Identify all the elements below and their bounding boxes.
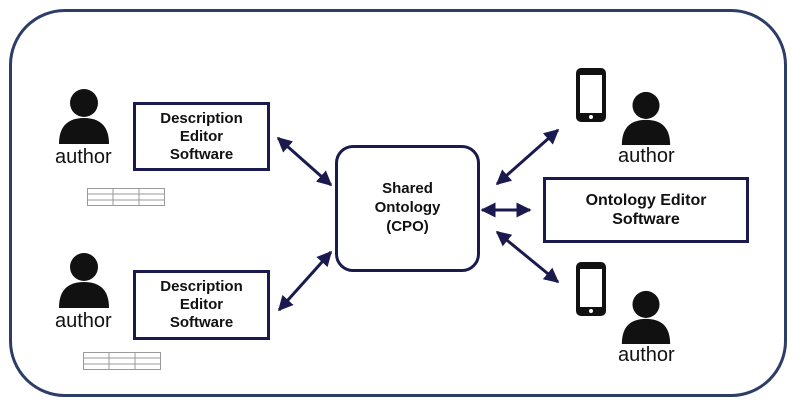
node-description-editor-top-label: Description Editor Software bbox=[160, 109, 243, 163]
edge-editor-top-to-center bbox=[276, 136, 333, 187]
author-label-top-right: author bbox=[618, 145, 675, 167]
edge-editor-bottom-to-center bbox=[277, 250, 333, 312]
smartphone-icon bbox=[576, 262, 606, 316]
edge-center-to-author-top-right bbox=[495, 128, 560, 186]
author-label-bottom-left: author bbox=[55, 310, 112, 332]
author-label-bottom-right: author bbox=[618, 344, 675, 366]
node-shared-ontology: Shared Ontology (CPO) bbox=[335, 145, 480, 272]
person-icon bbox=[621, 91, 671, 146]
smartphone-icon bbox=[576, 68, 606, 122]
node-description-editor-top: Description Editor Software bbox=[133, 102, 270, 171]
node-ontology-editor-label: Ontology Editor Software bbox=[585, 191, 707, 228]
node-description-editor-bottom-label: Description Editor Software bbox=[160, 278, 243, 331]
table-icon bbox=[83, 352, 161, 370]
table-icon bbox=[87, 188, 165, 206]
node-shared-ontology-label: Shared Ontology (CPO) bbox=[374, 180, 441, 235]
person-icon bbox=[59, 89, 109, 144]
node-description-editor-bottom: Description Editor Software bbox=[133, 270, 270, 340]
person-icon bbox=[59, 253, 109, 308]
author-label-top-left: author bbox=[55, 146, 112, 168]
node-ontology-editor: Ontology Editor Software bbox=[543, 177, 749, 243]
edge-center-to-author-bottom-right bbox=[495, 230, 560, 284]
person-icon bbox=[621, 290, 671, 345]
